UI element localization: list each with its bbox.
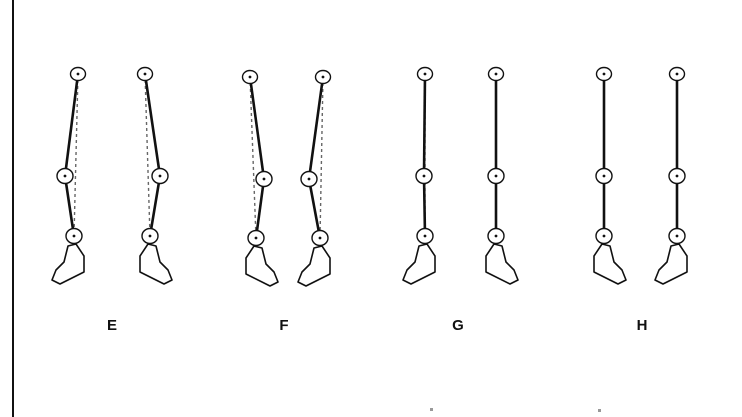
hip-joint-center <box>321 75 325 79</box>
leg-h-left <box>593 66 627 285</box>
foot-shape <box>654 243 688 285</box>
ankle-joint-center <box>318 236 322 240</box>
knee-joint-center <box>494 174 498 178</box>
leg-g-left <box>402 66 436 285</box>
hip-joint-center <box>494 72 498 76</box>
panel-label-f: F <box>279 317 288 334</box>
mechanical-axis-line <box>319 76 324 239</box>
foot-shape <box>51 243 85 285</box>
ankle-joint-center <box>423 234 427 238</box>
foot-shape <box>297 245 331 287</box>
leg-e-left <box>51 66 87 285</box>
foot-shape <box>245 245 279 287</box>
knee-joint-center <box>422 174 426 178</box>
ankle-joint-center <box>494 234 498 238</box>
hip-joint-center <box>675 72 679 76</box>
hip-joint-center <box>602 72 606 76</box>
panel-label-g: G <box>452 317 464 334</box>
lower-segment-line <box>148 175 162 237</box>
ankle-joint-center <box>675 234 679 238</box>
leg-g-right <box>485 66 519 285</box>
upper-segment-line <box>248 76 266 180</box>
knee-joint-center <box>262 177 266 181</box>
ankle-joint-center <box>148 234 152 238</box>
lower-segment-line <box>422 175 427 237</box>
foot-shape <box>593 243 627 285</box>
mechanical-axis-line <box>249 76 257 239</box>
knee-joint-center <box>602 174 606 178</box>
speck <box>430 408 433 411</box>
panel-label-h: H <box>637 317 648 334</box>
speck <box>598 409 601 412</box>
lower-segment-line <box>254 178 266 239</box>
panel-label-e: E <box>107 317 117 334</box>
leg-e-right <box>136 66 173 285</box>
ankle-joint-center <box>72 234 76 238</box>
legs-group <box>51 66 688 287</box>
upper-segment-line <box>422 73 427 177</box>
foot-shape <box>402 243 436 285</box>
leg-f-right <box>297 69 332 287</box>
leg-f-left <box>241 69 279 287</box>
upper-segment-line <box>307 76 325 180</box>
hip-joint-center <box>423 72 427 76</box>
lower-segment-line <box>63 175 76 237</box>
knee-joint-center <box>675 174 679 178</box>
hip-joint-center <box>143 72 147 76</box>
hip-joint-center <box>248 75 252 79</box>
leg-h-right <box>654 66 688 285</box>
knee-joint-center <box>63 174 67 178</box>
foot-shape <box>485 243 519 285</box>
ankle-joint-center <box>254 236 258 240</box>
panel-labels: E F G H <box>107 317 647 334</box>
upper-segment-line <box>143 73 162 177</box>
foot-shape <box>139 243 173 285</box>
lower-segment-line <box>307 178 322 239</box>
knee-joint-center <box>158 174 162 178</box>
hip-joint-center <box>76 72 80 76</box>
upper-segment-line <box>63 73 80 177</box>
ankle-joint-center <box>602 234 606 238</box>
knee-joint-center <box>307 177 311 181</box>
